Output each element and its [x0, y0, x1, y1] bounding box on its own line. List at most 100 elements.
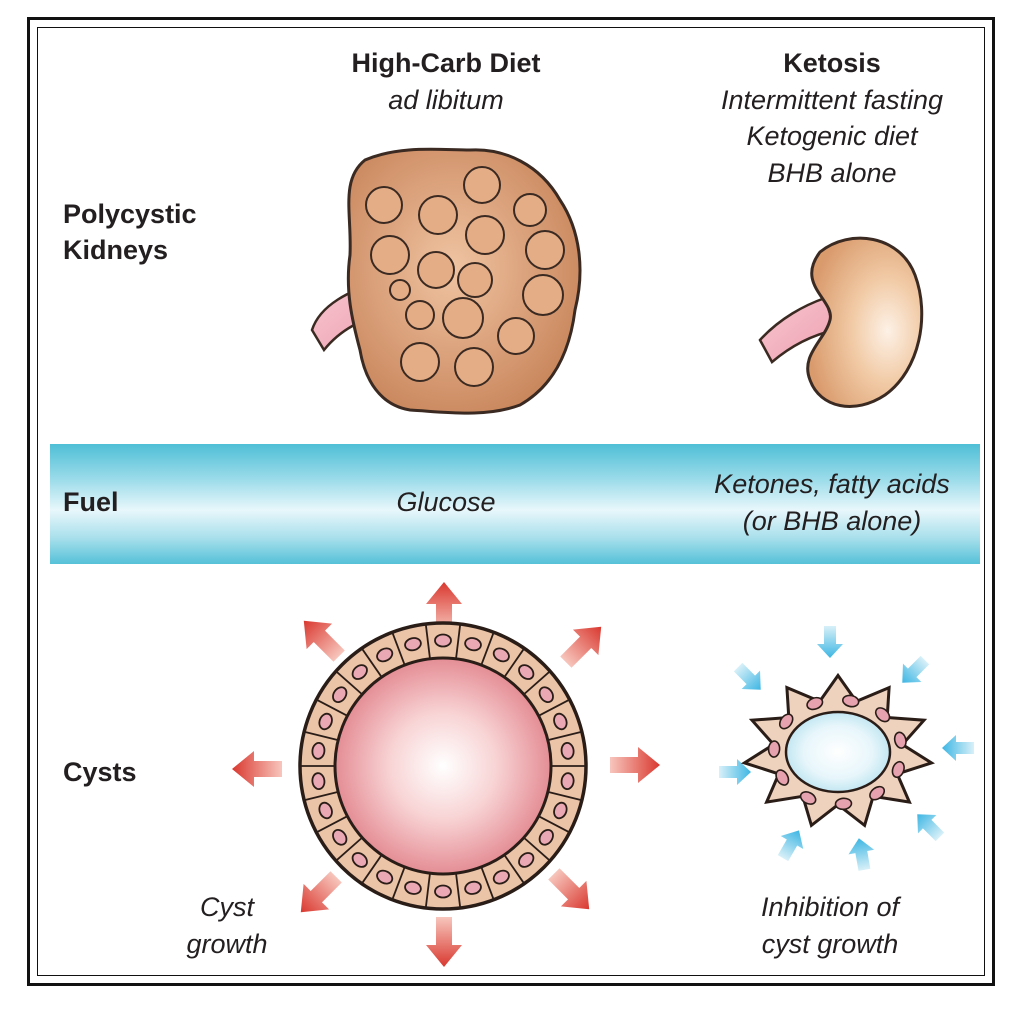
- cyst-growth-caption-1: Cyst: [200, 892, 254, 922]
- cell-nucleus: [492, 647, 510, 663]
- cell-wall: [315, 698, 348, 717]
- normal-kidney: [758, 236, 924, 408]
- cell-nucleus: [767, 740, 781, 758]
- cell-nucleus: [404, 880, 422, 895]
- cell-wall: [523, 836, 551, 862]
- cell-nucleus: [778, 713, 794, 730]
- cell-wall: [503, 647, 525, 678]
- cell-nucleus: [351, 852, 368, 868]
- cell-wall: [480, 631, 495, 666]
- inhibition-arrow-ne: [902, 655, 930, 683]
- cell-wall: [335, 670, 363, 696]
- cell-wall: [455, 623, 462, 659]
- cell-wall: [303, 790, 339, 802]
- cell-nucleus: [376, 869, 394, 885]
- cell-wall: [455, 873, 462, 909]
- inner-frame: [37, 27, 985, 976]
- cell-wall: [424, 623, 431, 659]
- inhibition-arrow-n: [817, 626, 843, 658]
- fuel-ketones-line-2: (or BHB alone): [742, 506, 922, 536]
- row-label-kidneys-1: Polycystic: [63, 199, 197, 229]
- growth-arrow-up-right: [560, 626, 602, 668]
- growth-arrow-right: [610, 747, 660, 783]
- small-cyst: [740, 672, 936, 828]
- cell-wall: [335, 836, 363, 862]
- cell-nucleus: [806, 696, 824, 711]
- growth-arrow-down: [426, 917, 462, 967]
- cell-wall: [361, 647, 383, 678]
- cell-wall: [523, 670, 551, 696]
- growth-arrow-up: [426, 582, 462, 632]
- row-label-fuel: Fuel: [63, 487, 119, 517]
- cell-nucleus: [376, 647, 394, 663]
- cell-nucleus: [874, 707, 891, 723]
- high-carb-subtitle: ad libitum: [388, 85, 504, 115]
- cell-wall: [547, 730, 583, 742]
- growth-arrows: [232, 582, 660, 967]
- fuel-band: [50, 444, 980, 564]
- cell-nucleus: [332, 686, 348, 704]
- cell-nucleus: [560, 741, 575, 760]
- large-cyst: [298, 621, 588, 911]
- cell-wall: [480, 866, 495, 901]
- cell-nucleus: [518, 852, 535, 868]
- high-carb-title: High-Carb Diet: [351, 48, 541, 78]
- polycystic-kidney: [310, 147, 582, 415]
- cell-nucleus: [332, 828, 348, 846]
- cell-nucleus: [518, 664, 535, 680]
- inhibition-arrow-e: [942, 735, 974, 761]
- ketosis-line-2: Ketogenic diet: [746, 121, 918, 151]
- cell-nucleus: [464, 880, 482, 895]
- cell-nucleus: [841, 694, 860, 708]
- cell-nucleus: [538, 686, 554, 704]
- inhibition-arrows: [719, 626, 974, 871]
- cell-wall: [424, 873, 431, 909]
- cell-nucleus: [799, 791, 817, 805]
- growth-arrow-up-left: [303, 620, 345, 662]
- inhibition-arrow-sw: [777, 830, 804, 862]
- cell-nucleus: [869, 785, 886, 801]
- cell-wall: [503, 854, 525, 885]
- cell-nucleus: [553, 801, 568, 820]
- cell-wall: [315, 815, 348, 834]
- growth-arrow-left: [232, 751, 282, 787]
- cell-wall: [538, 815, 571, 834]
- cell-nucleus: [351, 664, 368, 680]
- cell-nucleus: [538, 828, 554, 846]
- cell-nucleus: [434, 884, 452, 899]
- cell-wall: [391, 866, 406, 901]
- outer-frame: [27, 17, 995, 986]
- fuel-glucose: Glucose: [396, 487, 496, 517]
- cell-wall: [547, 790, 583, 802]
- cell-nucleus: [775, 769, 790, 786]
- inhibition-caption-2: cyst growth: [761, 929, 899, 959]
- inhibition-arrow-nw: [733, 662, 761, 690]
- cell-nucleus: [553, 712, 568, 731]
- row-label-cysts: Cysts: [63, 757, 137, 787]
- cell-wall: [361, 854, 383, 885]
- inhibition-caption-1: Inhibition of: [760, 892, 900, 922]
- cell-nucleus: [893, 731, 907, 749]
- cell-nucleus: [311, 772, 326, 791]
- ketosis-line-1: Intermittent fasting: [720, 85, 944, 115]
- growth-arrow-down-left: [300, 871, 342, 913]
- growth-arrow-down-right: [548, 868, 590, 910]
- cell-nucleus: [318, 801, 333, 820]
- cell-nucleus: [560, 772, 575, 791]
- cell-wall: [303, 730, 339, 742]
- cell-wall: [391, 631, 406, 666]
- row-label-kidneys-2: Kidneys: [63, 235, 169, 265]
- cell-nucleus: [404, 637, 422, 652]
- cell-nucleus: [891, 760, 905, 779]
- cell-nucleus: [434, 633, 452, 648]
- inhibition-arrow-se: [917, 814, 945, 842]
- cell-nucleus: [311, 741, 326, 760]
- ketosis-title: Ketosis: [783, 48, 881, 78]
- cyst-growth-caption-2: growth: [186, 929, 268, 959]
- fuel-ketones-line-1: Ketones, fatty acids: [714, 469, 950, 499]
- cell-wall: [538, 698, 571, 717]
- ketosis-line-3: BHB alone: [767, 158, 897, 188]
- inhibition-arrow-w: [719, 759, 751, 785]
- inhibition-arrow-s: [848, 838, 875, 871]
